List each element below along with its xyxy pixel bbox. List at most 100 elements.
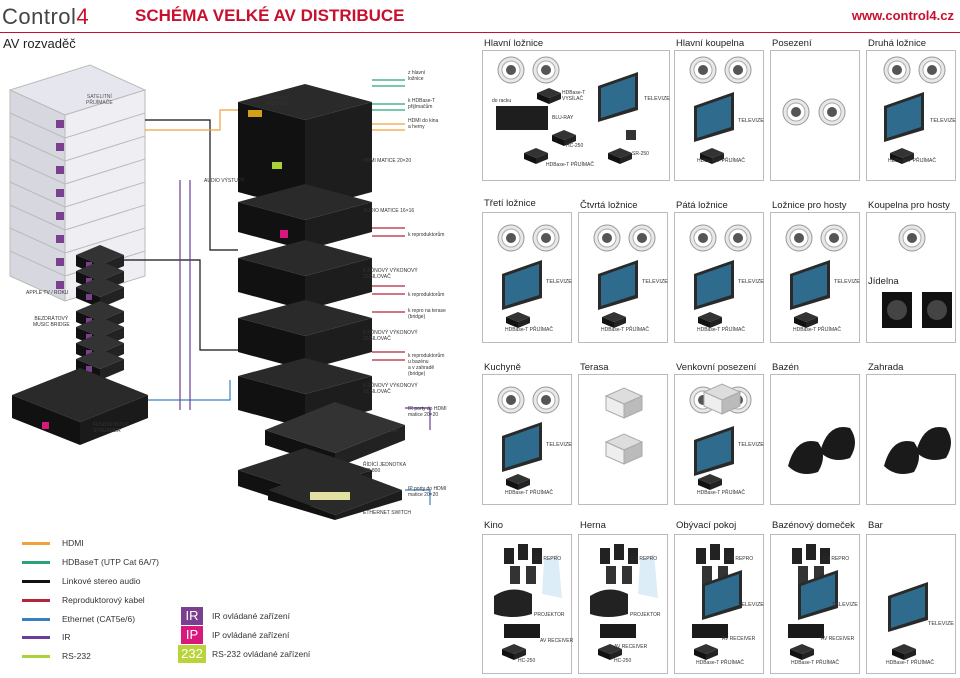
room-illustrations — [494, 56, 952, 660]
label-hdbaset-rx: HDBase-T PŘIJÍMAČ — [266, 95, 290, 107]
label-switch: ETHERNET SWITCH — [363, 510, 411, 516]
header-divider — [0, 32, 960, 33]
repro-label-obyvaci: 5.1 REPRO — [727, 556, 754, 562]
room-title-terasa: Terasa — [580, 362, 609, 373]
tv-label-obyvaci: TELEVIZE — [738, 602, 764, 608]
website-link[interactable]: www.control4.cz — [851, 8, 954, 23]
hdmi-matrix-icon — [238, 84, 372, 210]
label-hdmi-kino: HDMI do kina a herny — [408, 118, 439, 130]
label-bluray: BLU-RAY — [552, 115, 574, 121]
label-sat: SATELITNÍ PŘIJÍMAČE — [86, 94, 113, 106]
room-title-loznice-hoste: Ložnice pro hosty — [772, 200, 847, 211]
room-bazen — [770, 374, 860, 505]
rs232-chip: 232 — [178, 645, 206, 663]
rx-label-domecek: HDBase-T PŘIJÍMAČ — [791, 660, 839, 666]
rx-label-bar: HDBase-T PŘIJÍMAČ — [886, 660, 934, 666]
label-to-speakers-1: k reproduktorům — [408, 232, 445, 238]
legend-ethernet-line — [22, 618, 50, 621]
rx-label-treti: HDBase-T PŘIJÍMAČ — [505, 327, 553, 333]
repro-label-domecek: 5.1 REPRO — [823, 556, 850, 562]
page-title: SCHÉMA VELKÉ AV DISTRIBUCE — [135, 6, 405, 25]
room-subtitle-jidelna: Jídelna — [868, 276, 899, 287]
tv-label-hlavni-koupelna: TELEVIZE — [738, 118, 764, 124]
av-label-herna: AV RECEIVER — [614, 644, 648, 650]
room-title-kuchyne: Kuchyně — [484, 362, 521, 373]
rx-label-ctvrta: HDBase-T PŘIJÍMAČ — [601, 327, 649, 333]
room-title-posezeni: Posezení — [772, 38, 812, 49]
label-amp-3: 8 ZÓNOVÝ VÝKONOVÝ ZESILOVAČ — [363, 383, 418, 395]
label-controller: ŘÍDÍCÍ JEDNOTKA HC-800 — [363, 462, 407, 474]
label-sr250: SR-250 — [632, 151, 649, 157]
tv-label-domecek: TELEVIZE — [832, 602, 858, 608]
apple-tv-stack-icon — [76, 245, 124, 380]
tv-label-pata: TELEVIZE — [738, 279, 764, 285]
room-title-zahrada: Zahrada — [868, 362, 904, 373]
label-to-pool: k reproduktorům u bazénu a v zahradě (br… — [408, 353, 445, 377]
tv-label-kuchyne: TELEVIZE — [546, 442, 572, 448]
legend-speaker-line — [22, 599, 50, 602]
label-to-speakers-2: k reproduktorům — [408, 292, 445, 298]
tv-label-druha-loznice: TELEVIZE — [930, 118, 956, 124]
room-title-hlavni-loznice: Hlavní ložnice — [484, 38, 544, 49]
label-io-extender: I/O EXTENDER — [363, 428, 399, 434]
room-title-obyvaci-pokoj: Obývací pokoj — [676, 520, 737, 531]
label-hc250: HC-250 — [566, 143, 584, 149]
rx-label-obyvaci: HDBase-T PŘIJÍMAČ — [696, 660, 744, 666]
room-title-venkovni-posezeni: Venkovní posezení — [676, 362, 757, 373]
label-to-terrace: k repro na terase (bridge) — [408, 308, 446, 320]
room-title-druha-loznice: Druhá ložnice — [868, 38, 927, 49]
ethernet-switch-icon — [268, 465, 402, 520]
label-fusion: FUSION MUSIC STREAMER — [93, 422, 130, 434]
room-title-koupelna-hoste: Koupelna pro hosty — [868, 200, 950, 211]
label-audio-out: AUDIO VÝSTUPY — [204, 178, 245, 184]
label-ip-ports: IP porty do HDMI matice 20×20 — [408, 486, 447, 498]
label-vysilac: HDBase-T VYSÍLAČ — [562, 90, 586, 102]
label-amp-2: 8 ZÓNOVÝ VÝKONOVÝ ZESILOVAČ — [363, 330, 418, 342]
legend-ir: IR — [62, 632, 71, 642]
tv-label-ctvrta: TELEVIZE — [642, 279, 668, 285]
rx-label-hlavni-koupelna: HDBase-T PŘIJÍMAČ — [697, 158, 745, 164]
label-wireless-bridge: BEZDRÁTOVÝ MUSIC BRIDGE — [33, 316, 70, 328]
tv-label-bar: TELEVIZE — [928, 621, 954, 627]
legend-hdmi: HDMI — [62, 538, 84, 548]
tv-label-treti: TELEVIZE — [546, 279, 572, 285]
av-label-obyvaci: AV RECEIVER — [722, 636, 756, 642]
label-amp-1: 8 ZÓNOVÝ VÝKONOVÝ ZESILOVAČ — [363, 268, 418, 280]
room-title-bazen: Bazén — [772, 362, 799, 373]
rx-label-venkovni: HDBase-T PŘIJÍMAČ — [697, 490, 745, 496]
ir-chip: IR — [181, 607, 203, 625]
rx-label-hoste: HDBase-T PŘIJÍMAČ — [793, 327, 841, 333]
amplifier-2-icon — [238, 300, 372, 370]
room-title-hlavni-koupelna: Hlavní koupelna — [676, 38, 745, 49]
legend-speaker: Reproduktorový kabel — [62, 595, 145, 605]
rx-label-pata: HDBase-T PŘIJÍMAČ — [697, 327, 745, 333]
audio-matrix-icon — [238, 184, 372, 250]
rs232-chip-label: RS-232 ovládané zařízení — [212, 649, 311, 659]
av-label-kino: AV RECEIVER — [540, 638, 574, 644]
legend-ir-line — [22, 636, 50, 639]
proj-label-kino: PROJEKTOR — [534, 612, 565, 618]
header: Control4 SCHÉMA VELKÉ AV DISTRIBUCE www.… — [0, 0, 960, 32]
fusion-streamer-icon — [12, 368, 148, 445]
amplifier-1-icon — [238, 240, 372, 310]
hc-label-herna: HC-250 — [614, 658, 632, 664]
legend-hdbaset-line — [22, 561, 50, 564]
room-title-pata-loznice: Pátá ložnice — [676, 200, 728, 211]
tv-label-hoste: TELEVIZE — [834, 279, 860, 285]
label-audio-matrix: AUDIO MATICE 16×16 — [363, 208, 415, 214]
label-ir-ports: IR porty do HDMI matice 20×20 — [408, 406, 447, 418]
rx-label-druha-loznice: HDBase-T PŘIJÍMAČ — [888, 158, 936, 164]
room-title-ctvrta-loznice: Čtvrtá ložnice — [580, 200, 638, 211]
label-apple-tv: APPLE TV / ROKU — [26, 290, 69, 296]
ip-chip-label: IP ovládané zařízení — [212, 630, 290, 640]
control4-logo: Control4 — [2, 4, 90, 29]
rack-diagram — [8, 64, 431, 520]
room-title-kino: Kino — [484, 520, 504, 531]
label-do-racku: do racku — [492, 98, 512, 104]
legend-audio-line — [22, 580, 50, 583]
legend-hdbaset: HDBaseT (UTP Cat 6A/7) — [62, 557, 159, 567]
rx-label-kuchyne: HDBase-T PŘIJÍMAČ — [505, 490, 553, 496]
room-title-herna: Herna — [580, 520, 606, 531]
label-prijimac-hlavni: HDBase-T PŘIJÍMAČ — [546, 162, 594, 168]
label-to-hdbaset: k HDBase-T přijímačům — [408, 98, 436, 110]
